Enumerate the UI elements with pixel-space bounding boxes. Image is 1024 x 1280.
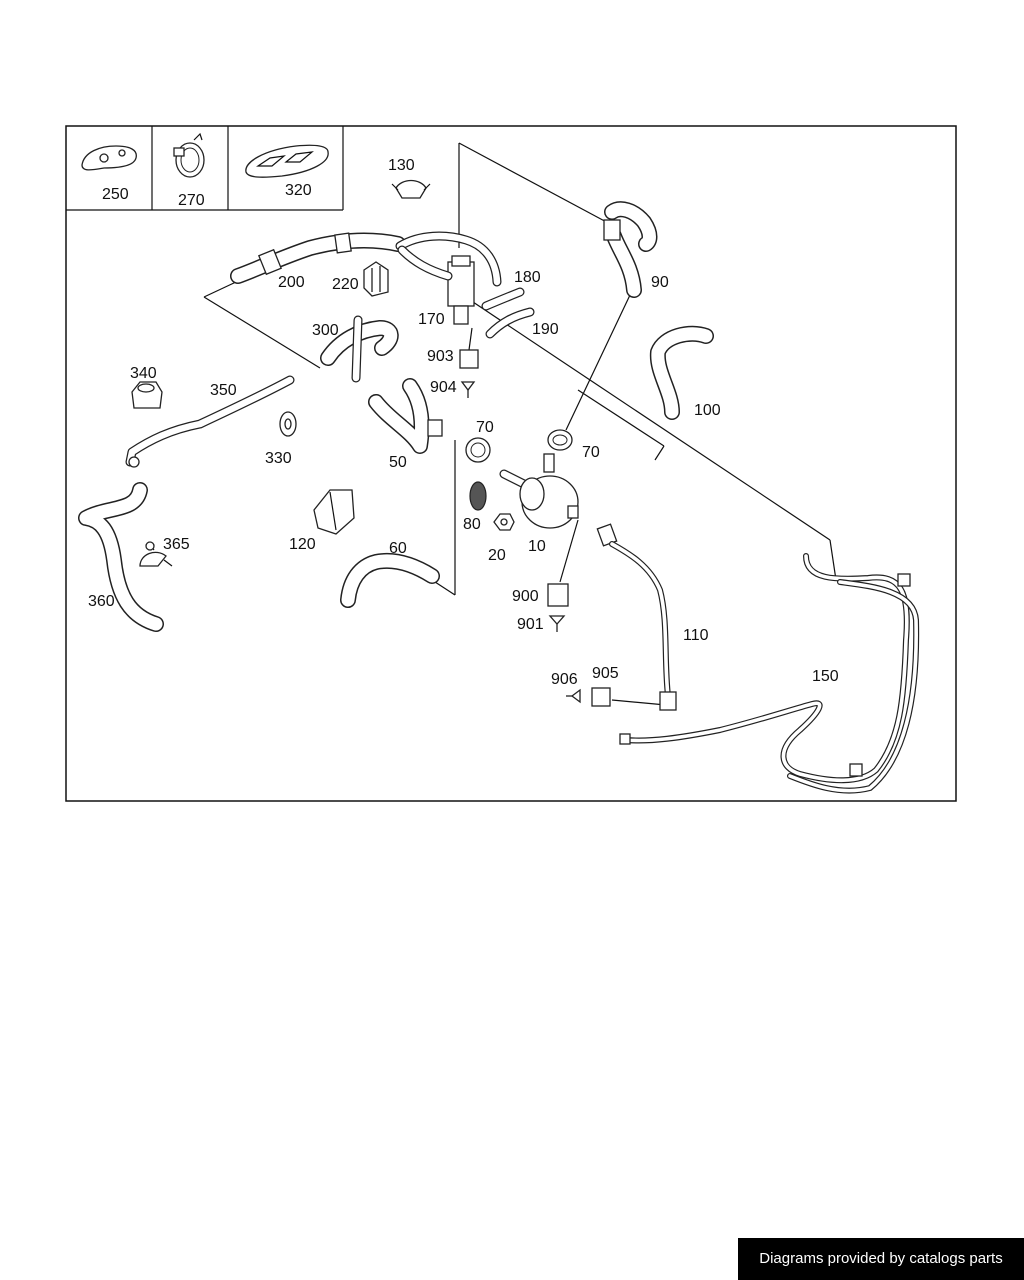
- callout-80: 80: [463, 516, 481, 533]
- part-250-bracket: [81, 145, 137, 171]
- part-70-clamp-right: [547, 429, 573, 451]
- diagram-frame: [65, 125, 957, 802]
- part-901-plug: [548, 615, 566, 632]
- callout-110: 110: [683, 627, 709, 644]
- part-365-clip: [139, 541, 173, 567]
- hose-90: [603, 201, 658, 298]
- callout-905: 905: [592, 665, 619, 682]
- part-20-nut: [493, 513, 515, 531]
- part-903-connector: [459, 349, 479, 369]
- hose-190: [485, 307, 535, 339]
- part-10-water-pump: [499, 453, 579, 529]
- hose-180: [481, 287, 525, 311]
- part-906-plug: [566, 688, 581, 704]
- part-270-hose-clamp: [173, 132, 205, 178]
- part-170-valve: [397, 245, 475, 325]
- part-130-clip: [391, 179, 431, 199]
- footer-credit: Diagrams provided by catalogs parts: [738, 1238, 1024, 1280]
- callout-904: 904: [430, 379, 457, 396]
- callout-70-right: 70: [582, 444, 600, 461]
- callout-360: 360: [88, 593, 115, 610]
- callout-100: 100: [694, 402, 721, 419]
- part-330-washer: [279, 411, 297, 437]
- callout-300: 300: [312, 322, 339, 339]
- callout-180: 180: [514, 269, 541, 286]
- leader-lines: [203, 142, 837, 706]
- callout-10: 10: [528, 538, 546, 555]
- callout-900: 900: [512, 588, 539, 605]
- callout-130: 130: [388, 157, 415, 174]
- hose-200: [230, 231, 502, 287]
- callout-50: 50: [389, 454, 407, 471]
- part-340-nut: [131, 381, 163, 409]
- callout-70-left: 70: [476, 419, 494, 436]
- callout-365: 365: [163, 536, 190, 553]
- hose-100: [649, 325, 714, 420]
- part-220-clip: [363, 261, 389, 297]
- callout-270: 270: [178, 192, 205, 209]
- callout-901: 901: [517, 616, 544, 633]
- hose-50: [368, 378, 443, 454]
- callout-20: 20: [488, 547, 506, 564]
- callout-120: 120: [289, 536, 316, 553]
- callout-906: 906: [551, 671, 578, 688]
- callout-190: 190: [532, 321, 559, 338]
- callout-200: 200: [278, 274, 305, 291]
- part-70-clamp-left: [465, 437, 491, 463]
- part-120-bracket: [313, 489, 355, 535]
- callout-170: 170: [418, 311, 445, 328]
- callout-330: 330: [265, 450, 292, 467]
- hose-60: [340, 553, 440, 608]
- callout-340: 340: [130, 365, 157, 382]
- part-904-plug: [460, 381, 476, 398]
- callout-903: 903: [427, 348, 454, 365]
- callout-90: 90: [651, 274, 669, 291]
- inset-boxes: [66, 126, 344, 211]
- callout-320: 320: [285, 182, 312, 199]
- callout-60: 60: [389, 540, 407, 557]
- wire-harness-110: [596, 523, 677, 711]
- hose-360: [78, 482, 164, 632]
- callout-250: 250: [102, 186, 129, 203]
- part-80-grommet: [469, 481, 487, 511]
- part-900-connector: [547, 583, 569, 607]
- callout-220: 220: [332, 276, 359, 293]
- hose-350: [125, 375, 295, 468]
- callout-350: 350: [210, 382, 237, 399]
- part-320-grommet: [245, 144, 329, 178]
- wire-harness-150: [619, 553, 920, 794]
- callout-150: 150: [812, 668, 839, 685]
- hose-300: [320, 315, 399, 383]
- callout-labels: 250 270 320 130 200 220 180 90 170 190 3…: [88, 157, 839, 688]
- part-905-connector: [591, 687, 611, 707]
